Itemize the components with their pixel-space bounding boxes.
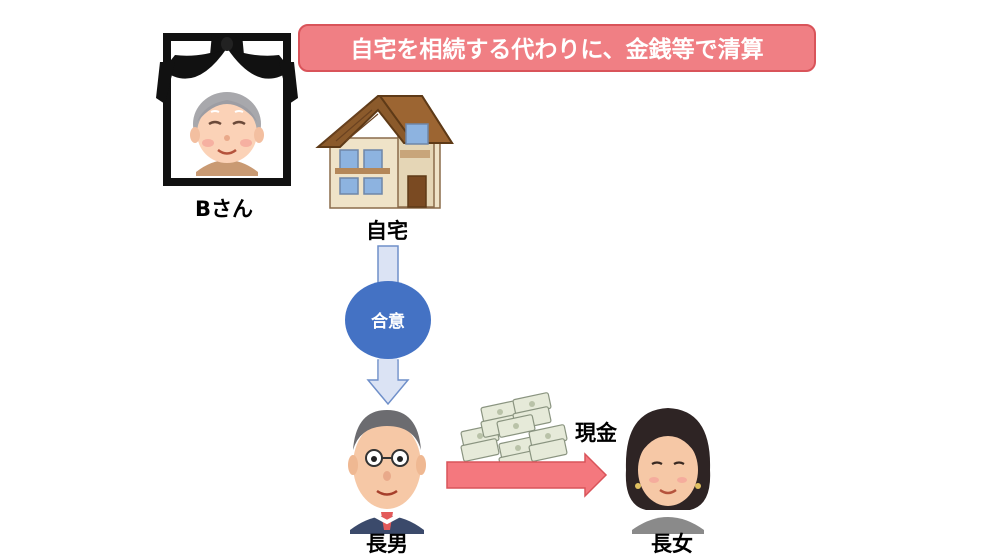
agreement-label: 合意: [371, 311, 405, 332]
grandfather-illustration: [190, 92, 264, 176]
eldest-son-illustration: 長男: [348, 410, 426, 556]
memorial-portrait: Bさん: [156, 33, 298, 221]
title-banner-box: [298, 24, 816, 72]
house-illustration: 自宅: [315, 95, 454, 243]
eldest-daughter-illustration: 長女: [625, 408, 711, 556]
cash-label: 現金: [575, 421, 618, 445]
house-label: 自宅: [366, 219, 408, 243]
title-banner: 自宅を相続する代わりに、金銭等で清算: [298, 24, 816, 72]
cash-transfer-arrow: [446, 452, 608, 498]
eldest-daughter-label: 長女: [651, 532, 693, 556]
title-banner-text: 自宅を相続する代わりに、金銭等で清算: [350, 36, 763, 63]
agreement-circle: 合意: [345, 281, 431, 359]
eldest-son-label: 長男: [366, 532, 408, 556]
mourning-ribbon-icon: [156, 34, 298, 104]
deceased-label: Bさん: [195, 197, 253, 221]
